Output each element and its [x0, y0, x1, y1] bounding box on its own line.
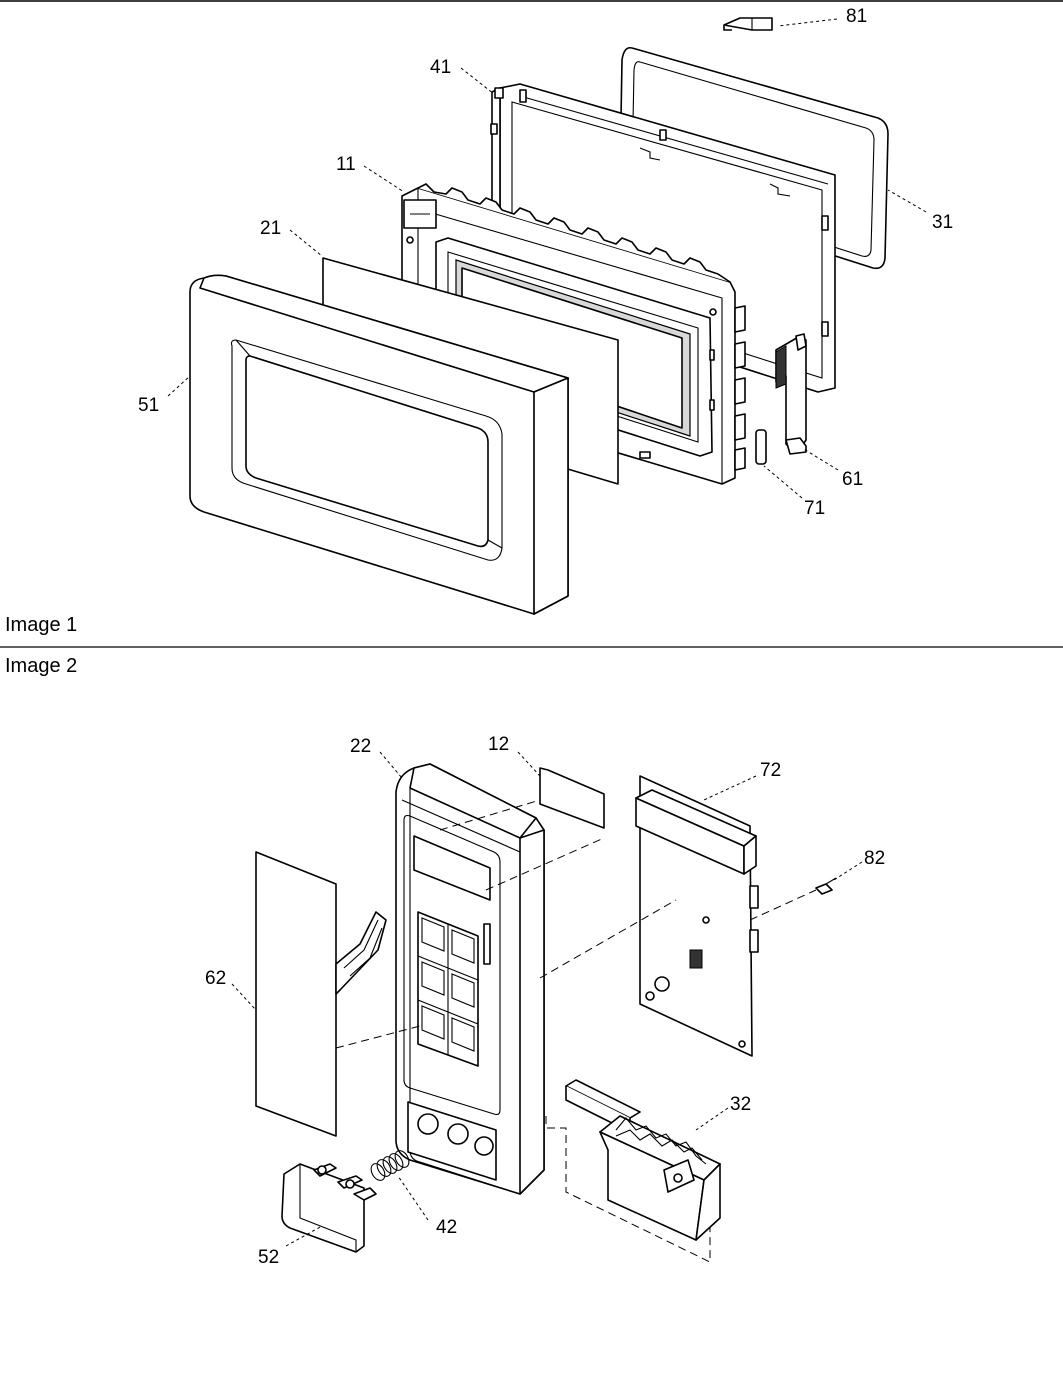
projection-line-membrane	[335, 1025, 421, 1049]
part-42-spring	[370, 1150, 410, 1181]
projection-line-window-top	[439, 799, 541, 831]
callout-32: 32	[730, 1094, 751, 1115]
part-82-screw	[815, 877, 837, 895]
part-72-circuit-board	[635, 775, 759, 1057]
callout-22: 22	[350, 736, 371, 757]
callout-11: 11	[336, 154, 356, 175]
projection-line-board	[539, 899, 677, 979]
callout-61: 61	[842, 469, 863, 490]
part-12-window-film	[539, 767, 605, 829]
part-32-latch-bracket	[565, 1079, 721, 1241]
image-1-caption: Image 1	[5, 614, 78, 636]
keypad-grid	[417, 911, 479, 1067]
part-71-spring	[755, 429, 767, 465]
part-81-latch-clip	[723, 17, 773, 31]
image-2-control-panel: 22 12 72 82 62 32 42 52	[205, 734, 885, 1268]
projection-line-screw	[749, 889, 817, 921]
callout-41: 41	[430, 57, 451, 78]
callout-51: 51	[138, 395, 159, 416]
image-2-caption: Image 2	[5, 655, 78, 677]
callout-21: 21	[260, 218, 281, 239]
callout-81: 81	[846, 6, 867, 27]
projection-latch-box	[545, 1116, 711, 1263]
callout-62: 62	[205, 968, 226, 989]
callout-52: 52	[258, 1247, 279, 1268]
image-1-door-assembly: 81 41 31 11 21 51 61 71	[138, 6, 953, 615]
projection-line-window	[485, 837, 605, 891]
part-62-membrane-panel	[255, 851, 387, 1137]
part-61-latch-lever	[775, 333, 807, 455]
callout-72: 72	[760, 760, 781, 781]
callout-31: 31	[932, 212, 953, 233]
part-52-release-button	[281, 1163, 377, 1253]
callout-12: 12	[488, 734, 509, 755]
part-22-control-housing	[395, 763, 545, 1195]
callout-71: 71	[804, 498, 825, 519]
callout-82: 82	[864, 848, 885, 869]
callout-42: 42	[436, 1217, 457, 1238]
part-51-outer-door	[189, 274, 569, 615]
